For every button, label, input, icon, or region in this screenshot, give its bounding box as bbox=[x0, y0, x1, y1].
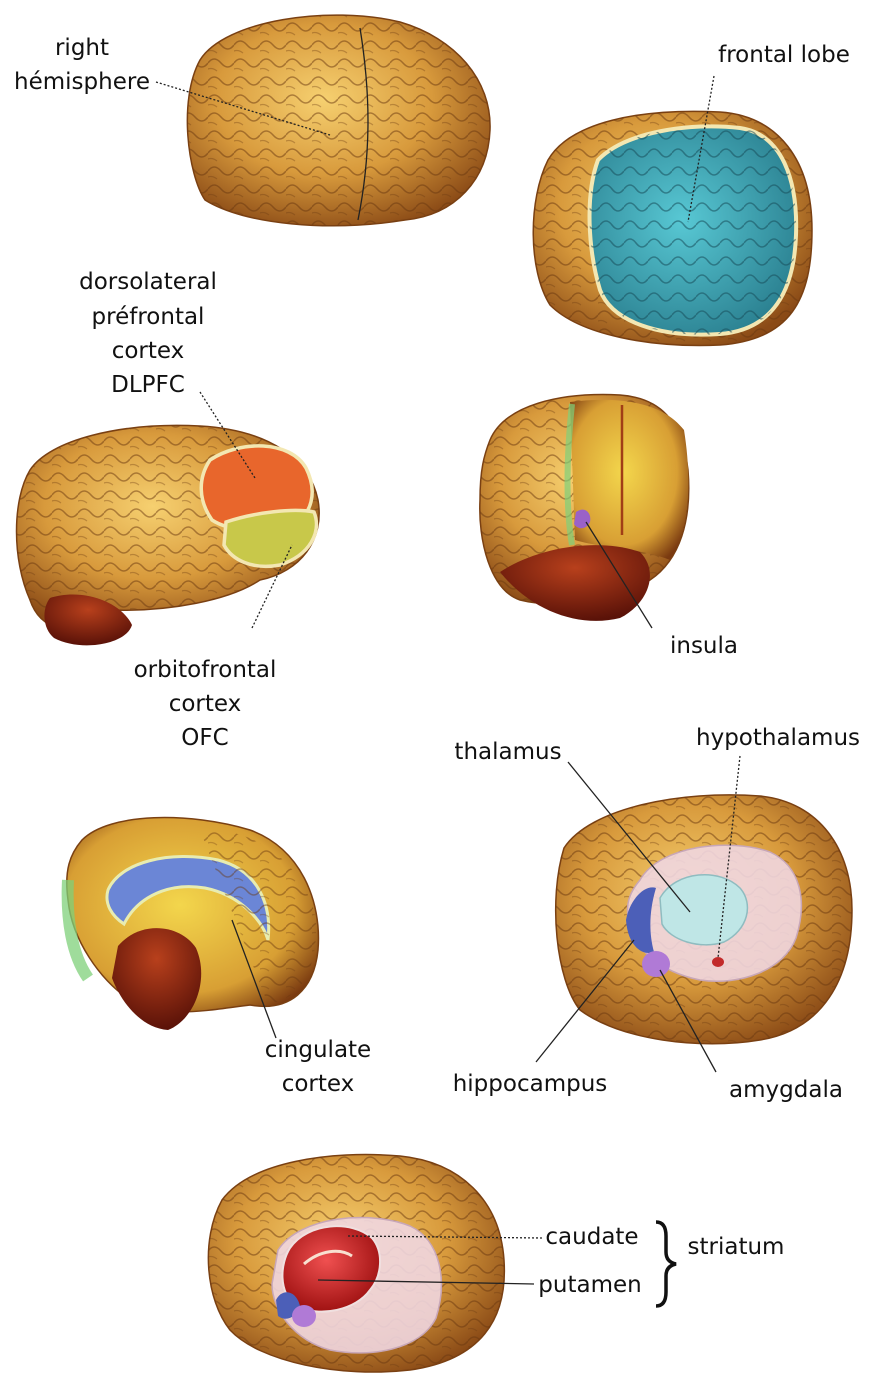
panel-limbic: thalamus hypothalamus hippocampus amygda… bbox=[453, 725, 860, 1103]
amygdala-label: amygdala bbox=[729, 1077, 843, 1103]
frontal-lobe-label: frontal lobe bbox=[718, 42, 850, 68]
caudate-label: caudate bbox=[545, 1224, 638, 1250]
dlpfc-label-line4: DLPFC bbox=[111, 372, 185, 398]
ofc-label-line3: OFC bbox=[181, 725, 228, 751]
right-hemisphere-label-line1: right bbox=[55, 35, 109, 61]
panel-cingulate: cingulate cortex bbox=[67, 818, 371, 1097]
medial-brainstem bbox=[112, 928, 201, 1030]
hippocampus-label: hippocampus bbox=[453, 1071, 608, 1097]
panel-right-hemisphere: right hémisphere bbox=[14, 15, 490, 226]
right-hemisphere-label-line2: hémisphere bbox=[14, 69, 150, 95]
panel-dlpfc-ofc: dorsolateral préfrontal cortex DLPFC orb… bbox=[17, 269, 320, 751]
amygdala-region bbox=[642, 951, 670, 977]
dlpfc-label-line3: cortex bbox=[112, 338, 185, 364]
insula-coronal-cut bbox=[570, 400, 688, 560]
ofc-label-line1: orbitofrontal bbox=[134, 657, 277, 683]
putamen-label: putamen bbox=[538, 1272, 641, 1298]
dlpfc-label-line2: préfrontal bbox=[92, 304, 205, 330]
panel-insula: insula bbox=[480, 395, 738, 659]
striatum-amygdala bbox=[292, 1305, 316, 1327]
striatum-label: striatum bbox=[688, 1234, 785, 1260]
striatum-brace bbox=[656, 1222, 676, 1306]
frontal-lobe-region-gyri bbox=[590, 126, 797, 334]
thalamus-region bbox=[660, 875, 747, 945]
panel-frontal-lobe: frontal lobe bbox=[533, 42, 850, 345]
thalamus-label: thalamus bbox=[454, 739, 561, 765]
cingulate-label-line1: cingulate bbox=[265, 1037, 371, 1063]
panel-striatum: caudate putamen striatum bbox=[208, 1155, 784, 1373]
insula-label: insula bbox=[670, 633, 738, 659]
cingulate-label-line2: cortex bbox=[282, 1071, 355, 1097]
ofc-label-line2: cortex bbox=[169, 691, 242, 717]
dlpfc-label-line1: dorsolateral bbox=[79, 269, 217, 295]
hypothalamus-label: hypothalamus bbox=[696, 725, 860, 751]
right-hemisphere-gyri bbox=[187, 15, 490, 226]
hypothalamus-region bbox=[712, 957, 724, 967]
